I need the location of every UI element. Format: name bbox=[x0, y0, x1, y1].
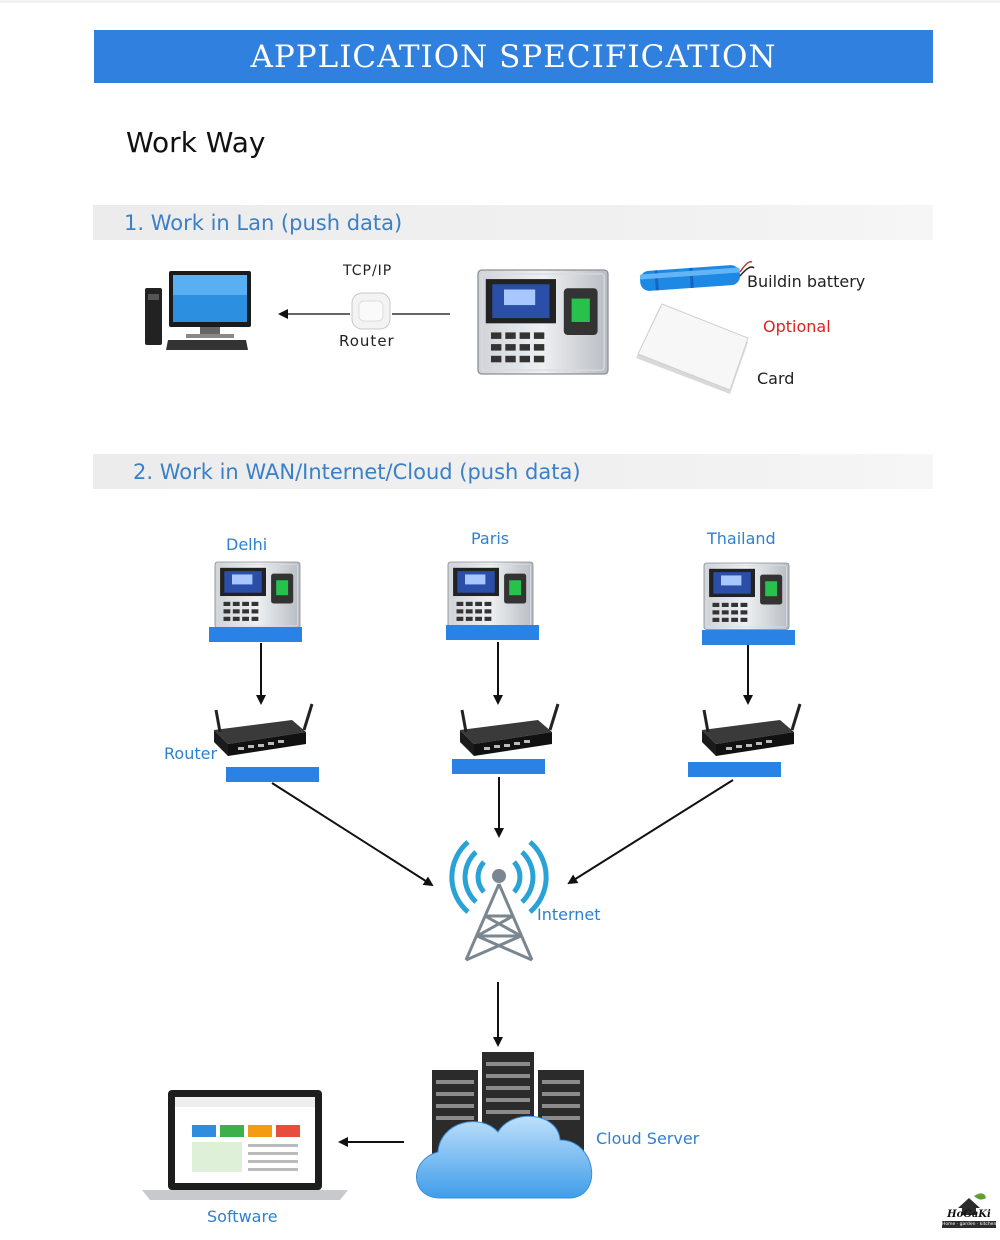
house-leaf-icon bbox=[958, 1193, 986, 1215]
router-paris bbox=[458, 702, 560, 758]
location-thailand: Thailand bbox=[707, 529, 776, 548]
location-paris: Paris bbox=[471, 529, 510, 548]
section-lan-title: 1. Work in Lan (push data) bbox=[124, 210, 403, 235]
logo-tagline: Home · garden · kitchen bbox=[942, 1221, 996, 1228]
device-thailand bbox=[703, 562, 790, 630]
router-bar-paris bbox=[452, 759, 545, 774]
location-delhi: Delhi bbox=[226, 535, 268, 554]
section-lan-header: 1. Work in Lan (push data) bbox=[93, 205, 933, 240]
logo-brand: HoGaKi bbox=[947, 1209, 991, 1220]
hogaki-logo: HoGaKi Home · garden · kitchen bbox=[940, 1190, 998, 1230]
cloud-server-icon bbox=[416, 1052, 593, 1199]
battery-icon bbox=[639, 265, 741, 291]
card-label: Card bbox=[757, 369, 795, 388]
work-way-heading: Work Way bbox=[126, 126, 266, 159]
router-thailand bbox=[700, 702, 802, 758]
lan-router-icon bbox=[351, 292, 391, 330]
internet-tower-icon bbox=[449, 840, 549, 962]
software-laptop-icon bbox=[142, 1090, 348, 1200]
device-bar-paris bbox=[446, 625, 539, 640]
router-delhi bbox=[212, 702, 314, 758]
arrow-thailand-internet bbox=[567, 779, 734, 885]
lan-router-label: Router bbox=[339, 332, 395, 350]
lan-attendance-device bbox=[477, 269, 609, 375]
router-bar-delhi bbox=[226, 767, 319, 782]
wan-router-label: Router bbox=[164, 744, 218, 763]
device-bar-thailand bbox=[702, 630, 795, 645]
section-wan-header: 2. Work in WAN/Internet/Cloud (push data… bbox=[93, 454, 933, 489]
device-delhi bbox=[214, 561, 301, 629]
optional-label: Optional bbox=[763, 317, 831, 336]
arrow-delhi-internet bbox=[271, 782, 434, 887]
tcp-ip-label: TCP/IP bbox=[343, 263, 393, 279]
cloud-server-label: Cloud Server bbox=[596, 1129, 700, 1148]
page-banner: APPLICATION SPECIFICATION bbox=[94, 30, 933, 83]
lan-pc-icon bbox=[145, 271, 251, 350]
banner-title: APPLICATION SPECIFICATION bbox=[250, 38, 777, 75]
internet-label: Internet bbox=[537, 905, 601, 924]
section-wan-title: 2. Work in WAN/Internet/Cloud (push data… bbox=[133, 459, 581, 484]
software-label: Software bbox=[207, 1207, 278, 1226]
router-bar-thailand bbox=[688, 762, 781, 777]
top-divider bbox=[0, 0, 1000, 3]
card-icon bbox=[636, 303, 749, 394]
device-paris bbox=[447, 561, 534, 629]
battery-label: Buildin battery bbox=[747, 272, 866, 291]
device-bar-delhi bbox=[209, 627, 302, 642]
